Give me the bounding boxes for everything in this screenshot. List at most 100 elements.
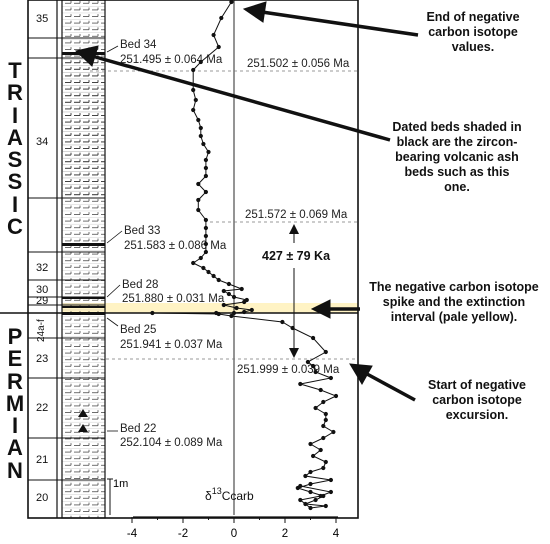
isotope-data-point: [203, 217, 208, 223]
isotope-data-point: [191, 67, 196, 73]
ash-bed: [62, 312, 105, 315]
isotope-data-point: [311, 453, 316, 459]
svg-text:252.104 ± 0.089 Ma: 252.104 ± 0.089 Ma: [120, 437, 223, 449]
bed-number-30: 30: [36, 284, 48, 296]
bed-annotation-34: Bed 34 251.495 ± 0.064 Ma: [106, 39, 223, 66]
isotope-data-point: [191, 107, 196, 113]
bed-number-32: 32: [36, 262, 48, 274]
isotope-data-point: [203, 225, 208, 231]
dashed-date-1: 251.502 ± 0.056 Ma: [247, 58, 350, 70]
note-end-excursion: End of negative carbon isotope values.: [426, 10, 520, 54]
isotope-data-point: [308, 505, 313, 511]
svg-text:251.583 ± 0.086 Ma: 251.583 ± 0.086 Ma: [124, 240, 227, 252]
isotope-data-point: [321, 435, 326, 441]
x-axis-label: δ13Ccarb: [205, 486, 254, 503]
isotope-data-point: [313, 369, 318, 375]
bed-annotation-25: Bed 25 251.941 ± 0.037 Ma: [106, 317, 223, 351]
bed-annotation-22: Bed 22 252.104 ± 0.089 Ma: [107, 423, 223, 449]
isotope-data-point: [328, 375, 333, 381]
isotope-data-point: [242, 299, 247, 305]
isotope-data-point: [333, 393, 339, 399]
isotope-data-point: [323, 349, 328, 355]
isotope-data-point: [221, 288, 226, 294]
isotope-data-point: [198, 255, 203, 261]
isotope-data-point: [196, 207, 201, 213]
bed-number-23: 23: [36, 353, 48, 365]
isotope-data-point: [280, 319, 285, 325]
column-frame: [27, 0, 359, 519]
isotope-data-point: [318, 493, 323, 499]
svg-text:Bed 28: Bed 28: [122, 279, 158, 291]
isotope-data-point: [323, 417, 328, 423]
isotope-data-point: [203, 233, 208, 239]
isotope-data-point: [150, 310, 155, 316]
fossil-marker: [78, 409, 88, 417]
svg-text:251.495 ± 0.064 Ma: 251.495 ± 0.064 Ma: [120, 54, 223, 66]
note-dated-beds: Dated beds shaded in black are the zirco…: [392, 120, 522, 194]
bed-number-21: 21: [36, 454, 48, 466]
isotope-data-point: [219, 15, 224, 21]
callout-arrows: [74, 1, 419, 402]
x-tick-label: -2: [178, 528, 188, 540]
isotope-data-point: [201, 141, 206, 147]
isotope-data-point: [290, 325, 295, 331]
isotope-data-point: [313, 405, 318, 411]
bed-number-20: 20: [36, 492, 48, 504]
isotope-data-point: [216, 311, 221, 317]
isotope-data-point: [203, 165, 208, 171]
isotope-data-point: [303, 501, 308, 507]
svg-text:251.880 ± 0.031 Ma: 251.880 ± 0.031 Ma: [122, 293, 225, 305]
isotope-data-point: [196, 181, 201, 187]
ash-bed: [62, 243, 105, 246]
isotope-data-point: [298, 381, 303, 387]
isotope-data-point: [311, 363, 316, 369]
isotope-data-point: [323, 459, 328, 465]
isotope-data-point: [229, 313, 234, 319]
isotope-data-point: [321, 465, 326, 471]
isotope-data-point: [196, 197, 201, 203]
extinction-interval-highlight: [62, 303, 358, 313]
isotope-data-point: [323, 503, 328, 509]
isotope-data-point: [234, 305, 239, 311]
isotope-data-point: [221, 302, 226, 308]
isotope-data-point: [313, 497, 318, 503]
bed-number-22: 22: [36, 402, 48, 414]
isotope-data-point: [231, 294, 237, 300]
interval-label: 427 ± 79 Ka: [262, 249, 331, 263]
isotope-data-point: [198, 133, 203, 139]
bed-number-24a-f: 24a-f: [36, 319, 47, 342]
isotope-data-point: [311, 335, 316, 341]
dashed-date-2: 251.572 ± 0.069 Ma: [245, 209, 348, 221]
isotope-data-point: [298, 483, 303, 489]
isotope-data-point: [198, 59, 203, 65]
isotope-data-point: [298, 497, 303, 503]
x-tick-label: -4: [127, 528, 138, 540]
isotope-data-point: [321, 423, 326, 429]
isotope-data-point: [206, 149, 211, 155]
isotope-data-point: [308, 481, 313, 487]
isotope-data-point: [211, 32, 216, 38]
isotope-data-point: [226, 281, 231, 287]
isotope-data-point: [303, 473, 308, 479]
isotope-data-point: [203, 241, 208, 247]
isotope-data-point: [328, 489, 333, 495]
isotope-data-point: [231, 310, 237, 316]
fossil-marker: [78, 424, 88, 432]
carbon-isotope-points: [150, 0, 339, 511]
x-tick-label: 4: [333, 528, 340, 540]
isotope-data-point: [203, 249, 208, 255]
svg-text:Bed 25: Bed 25: [120, 324, 156, 336]
isotope-data-point: [203, 157, 208, 163]
isotope-data-point: [242, 309, 247, 315]
dashed-date-3: 251.999 ± 0.039 Ma: [237, 364, 340, 376]
note-spike: The negative carbon isotope spike and th…: [369, 280, 539, 324]
isotope-data-point: [239, 286, 244, 292]
svg-text:Bed 22: Bed 22: [120, 423, 156, 435]
isotope-data-point: [196, 117, 201, 123]
isotope-data-point: [216, 44, 221, 50]
x-tick-label: 0: [231, 528, 237, 540]
isotope-data-point: [193, 97, 198, 103]
isotope-data-point: [206, 269, 211, 275]
